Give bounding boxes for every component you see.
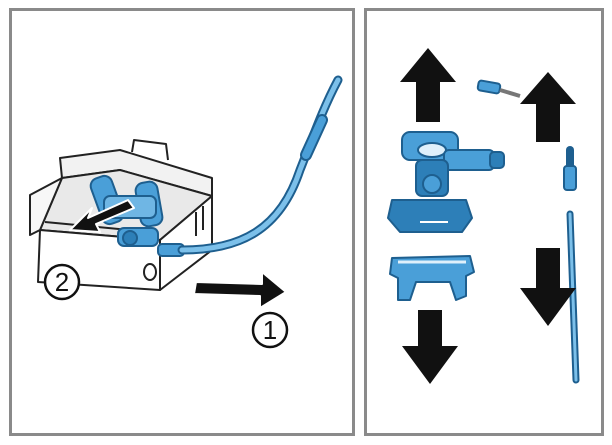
arrow-up-right (520, 72, 576, 142)
arrow-down-left (402, 310, 458, 384)
connector-pin (476, 79, 521, 98)
arrow-pull-cable (193, 271, 287, 309)
valve-body (387, 131, 505, 233)
arrow-up-left (400, 48, 456, 122)
arrow-down-right (520, 248, 576, 326)
clip-part (389, 255, 475, 301)
callout-2-label: 2 (55, 267, 69, 297)
callout-1-label: 1 (263, 315, 277, 345)
callout-1: 1 (251, 311, 289, 349)
cable (177, 75, 343, 255)
callout-2: 2 (43, 263, 81, 301)
rod (563, 146, 580, 384)
arrow-pull-part (69, 199, 135, 233)
